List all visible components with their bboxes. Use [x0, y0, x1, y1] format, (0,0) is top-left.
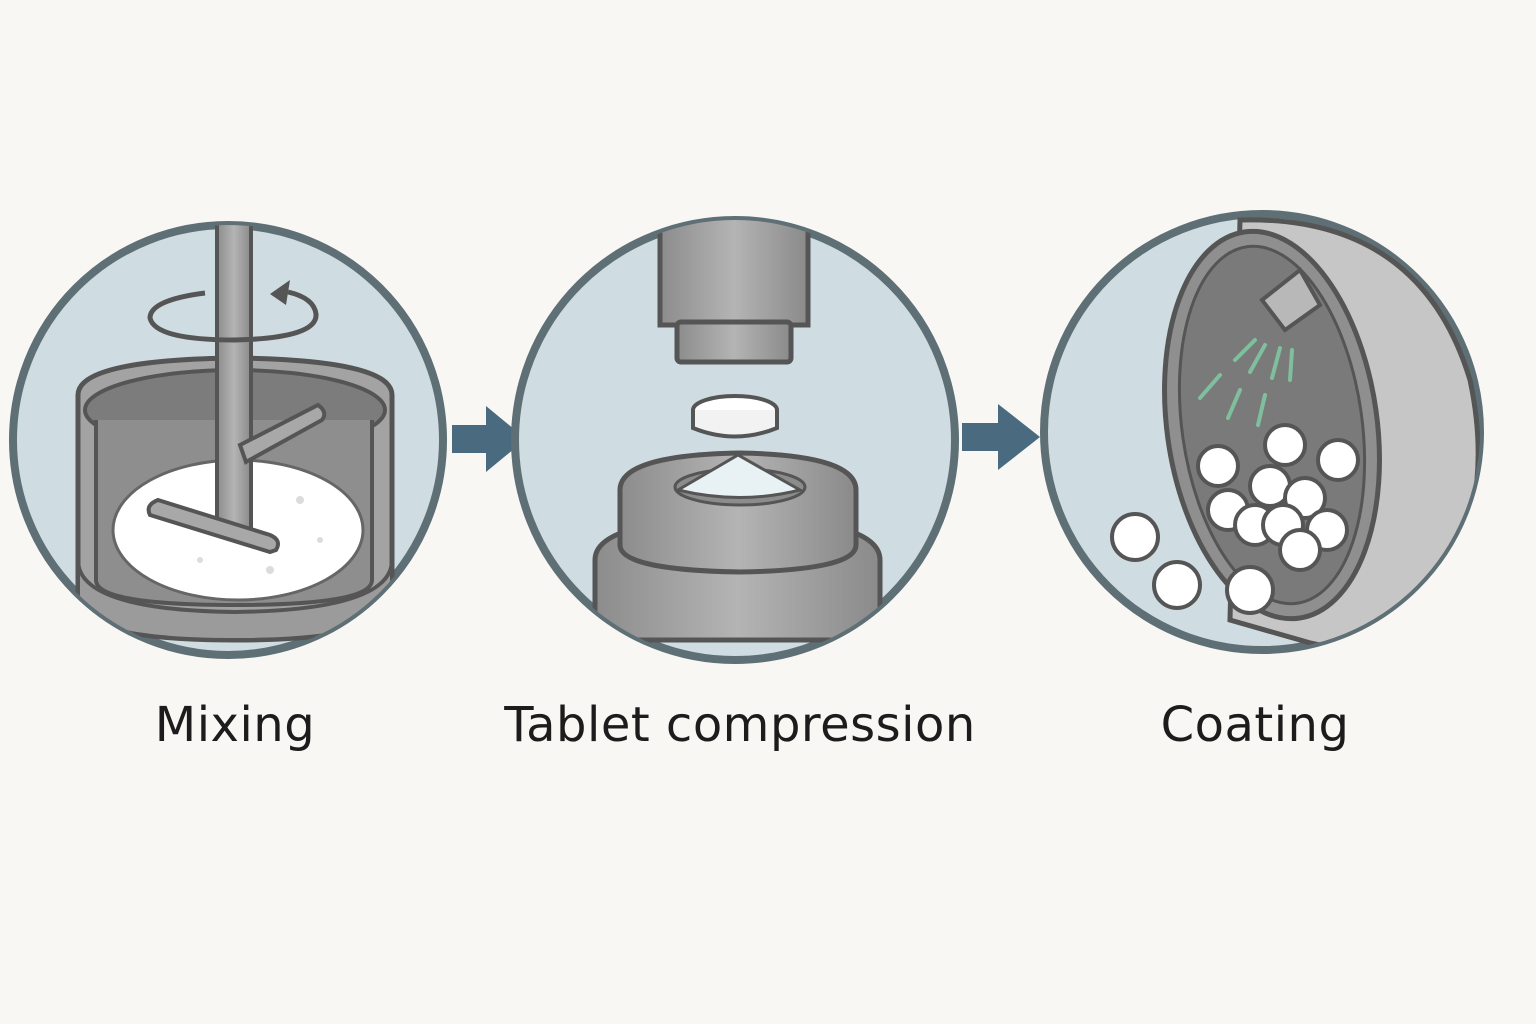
coating-step	[1040, 210, 1484, 654]
step-label-coating: Coating	[1160, 697, 1350, 753]
tablet-press-icon	[592, 220, 883, 643]
arrow-1	[452, 406, 526, 472]
mixing-step	[9, 221, 447, 659]
step-label-mixing: Mixing	[154, 697, 316, 753]
compression-step	[511, 216, 959, 664]
step-label-tablet-compression: Tablet compression	[504, 697, 976, 753]
coating-drum-icon	[1110, 217, 1480, 650]
arrow-2	[962, 404, 1040, 470]
